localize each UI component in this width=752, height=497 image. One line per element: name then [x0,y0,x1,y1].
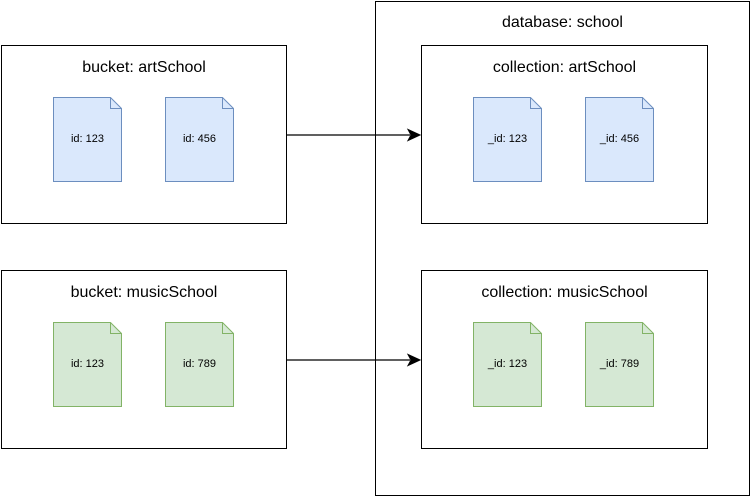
document-id: _id: 123 [487,358,528,370]
collection-title: collection: artSchool [492,59,637,76]
document-icon: id: 456 [165,97,234,182]
bucket-music-school: bucket: musicSchool [1,270,287,449]
document-id: id: 123 [70,133,105,145]
arrow-music [287,353,422,367]
document-id: _id: 789 [599,358,640,370]
document-icon: _id: 456 [585,97,654,182]
collection-music-school: collection: musicSchool [421,270,708,449]
collection-title: collection: musicSchool [481,284,648,301]
document-id: _id: 456 [599,133,640,145]
document-icon: _id: 123 [473,322,542,407]
document-id: id: 789 [182,358,217,370]
document-icon: id: 123 [53,322,122,407]
document-id: id: 456 [182,133,217,145]
document-id: _id: 123 [487,133,528,145]
database-title: database: school [502,14,623,31]
document-id: id: 123 [70,358,105,370]
document-icon: id: 123 [53,97,122,182]
arrow-art [287,128,422,142]
document-icon: id: 789 [165,322,234,407]
bucket-art-school: bucket: artSchool [1,45,287,224]
document-icon: _id: 123 [473,97,542,182]
collection-art-school: collection: artSchool [421,45,708,224]
document-icon: _id: 789 [585,322,654,407]
bucket-title: bucket: artSchool [82,59,206,76]
bucket-title: bucket: musicSchool [70,284,218,301]
